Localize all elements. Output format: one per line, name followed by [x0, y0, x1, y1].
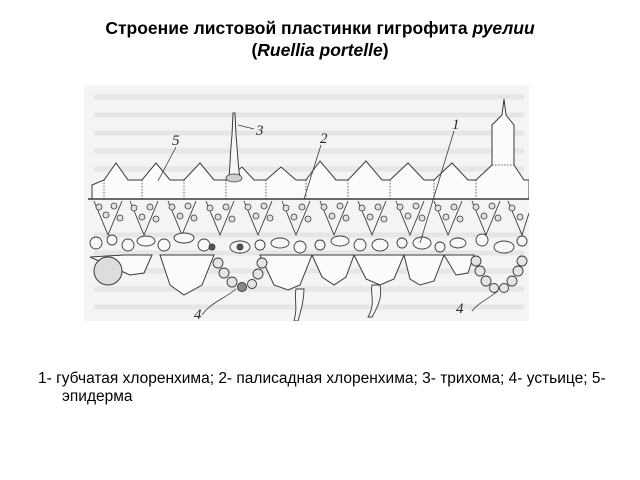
faded-background-text — [94, 94, 524, 310]
title-text: Строение листовой пластинки гигрофита — [105, 18, 473, 38]
label-3: 3 — [255, 123, 264, 139]
title-line-1: Строение листовой пластинки гигрофита ру… — [0, 17, 640, 39]
label-5: 5 — [172, 133, 180, 149]
leaf-cross-section-figure: 5 3 2 1 4 4 — [84, 85, 529, 321]
label-4-right: 4 — [456, 301, 464, 317]
title-line-2: (Ruellia portelle) — [0, 39, 640, 61]
palisade-chlorenchyma — [88, 198, 529, 237]
trichome — [225, 112, 243, 183]
title-paren-open: ( — [251, 40, 258, 60]
stomata — [212, 255, 528, 293]
figure-labels: 5 3 2 1 4 4 — [172, 117, 464, 321]
label-4-left: 4 — [194, 307, 202, 321]
title-species-russian: руелии — [472, 18, 535, 38]
upper-epidermis — [91, 98, 529, 200]
label-2: 2 — [320, 131, 328, 147]
leaf-cross-section-illustration: 5 3 2 1 4 4 — [88, 94, 529, 321]
figure-caption: 1- губчатая хлоренхима; 2- палисадная хл… — [38, 370, 606, 405]
slide-title: Строение листовой пластинки гигрофита ру… — [0, 17, 640, 61]
label-1: 1 — [452, 117, 460, 133]
title-paren-close: ) — [382, 40, 389, 60]
spongy-chlorenchyma — [89, 232, 528, 254]
lower-hairs — [293, 284, 382, 321]
title-species-latin: Ruellia portelle — [257, 40, 383, 60]
label-leader-lines — [157, 124, 499, 316]
lower-epidermis — [89, 254, 475, 296]
